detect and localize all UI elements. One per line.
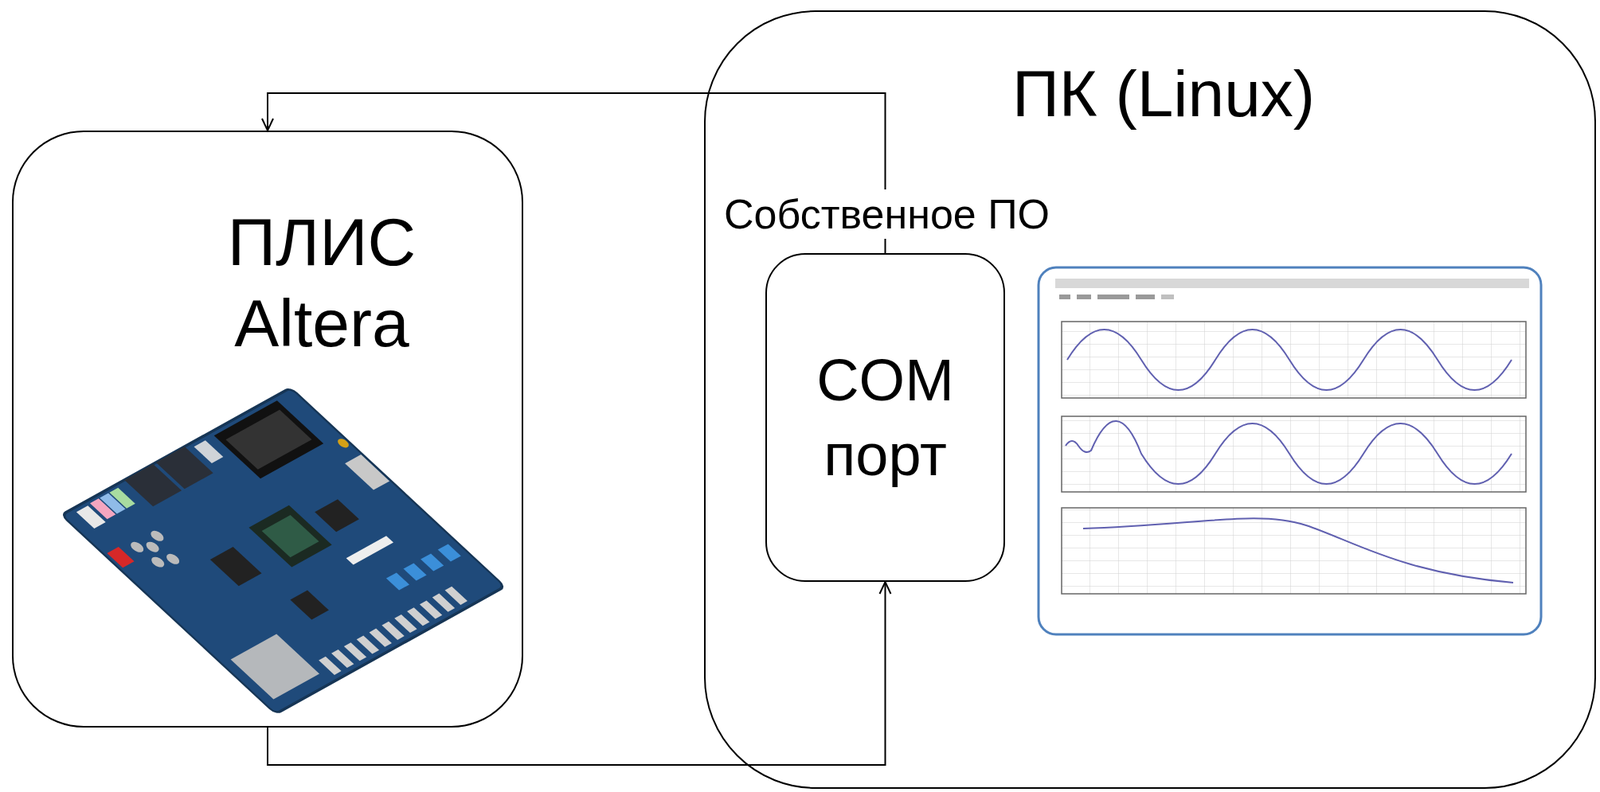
capacitor xyxy=(148,529,167,544)
fpga-box: ПЛИС Altera xyxy=(11,130,524,728)
usb-connector xyxy=(193,440,223,464)
plot-input xyxy=(1061,321,1526,399)
slide-switches xyxy=(318,586,468,676)
capacitor xyxy=(148,555,168,570)
chip xyxy=(289,590,329,621)
fpga-die xyxy=(262,515,320,558)
sd-slot xyxy=(344,454,390,491)
push-button xyxy=(386,572,410,591)
fpga-board-photo xyxy=(61,387,505,715)
screenshot-frame xyxy=(1038,267,1542,635)
sma-connector xyxy=(335,437,351,450)
audio-jack xyxy=(109,488,135,509)
menu-item xyxy=(1076,294,1092,300)
arrowhead xyxy=(262,118,274,131)
plot-output xyxy=(1061,416,1526,493)
push-button xyxy=(420,553,444,572)
window-title-bar xyxy=(1055,278,1530,289)
switch xyxy=(445,586,468,606)
chip xyxy=(210,547,263,587)
software-screenshot xyxy=(1038,267,1542,635)
capacitor xyxy=(128,540,147,555)
menu-item xyxy=(1097,294,1130,300)
serial-link xyxy=(267,582,892,766)
frequency-response-curve xyxy=(1083,518,1514,583)
connector-line xyxy=(267,582,886,766)
arrowhead xyxy=(880,582,892,595)
label-strip xyxy=(346,535,394,565)
header-pins xyxy=(225,410,312,470)
menu-item xyxy=(1059,294,1071,300)
push-button xyxy=(438,543,462,562)
capacitor xyxy=(164,552,183,567)
chip xyxy=(314,499,360,533)
com-port-label: COM порт xyxy=(790,343,982,493)
pc-title: ПК (Linux) xyxy=(1012,54,1315,134)
push-button xyxy=(403,563,427,581)
power-button xyxy=(106,547,134,568)
software-label: Собственное ПО xyxy=(720,189,1053,239)
input-curve xyxy=(1067,329,1512,391)
plot-frequency-response xyxy=(1061,508,1526,595)
output-curve xyxy=(1065,421,1512,485)
com-port-box: COM порт xyxy=(765,253,1006,583)
capacitor xyxy=(143,540,162,555)
fpga-title: ПЛИС Altera xyxy=(202,201,442,364)
pcb xyxy=(61,387,505,715)
menu-item xyxy=(1135,294,1155,300)
lcd-display xyxy=(230,633,320,700)
pc-region: ПК (Linux) Собственное ПО COM порт xyxy=(704,10,1597,790)
menu-item xyxy=(1161,294,1174,300)
header-connector xyxy=(214,400,325,479)
